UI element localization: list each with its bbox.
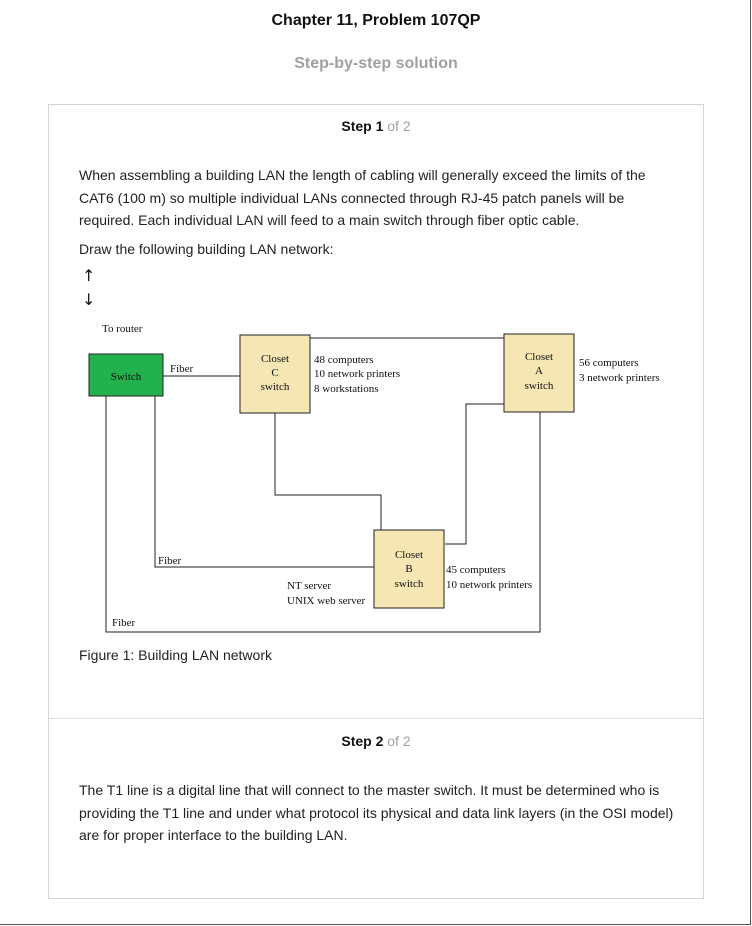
closet-c-line-1: Closet xyxy=(261,353,289,365)
closet-a-line-2: A xyxy=(535,365,543,377)
step-2-header: Step 2 of 2 xyxy=(48,733,704,749)
closet-c-desc-3: 8 workstations xyxy=(314,383,378,395)
closet-b-box xyxy=(373,529,445,609)
arrow-down-icon: ↓ xyxy=(82,290,96,309)
closet-a-box xyxy=(503,333,575,413)
to-router-label: To router xyxy=(102,323,143,335)
servers-line-1: NT server xyxy=(287,580,331,592)
closet-b-line-3: switch xyxy=(395,578,424,590)
closet-c-line-3: switch xyxy=(261,381,290,393)
main-switch-box xyxy=(88,353,164,397)
closet-b-line-2: B xyxy=(405,563,412,575)
closet-a-desc-2: 3 network printers xyxy=(579,372,660,384)
step-divider xyxy=(48,718,704,719)
solution-card xyxy=(48,104,704,899)
arrow-up-icon: ↑ xyxy=(82,266,96,285)
fiber-line-switch-closet-a xyxy=(105,396,541,633)
closet-a-desc-1: 56 computers xyxy=(579,357,639,369)
page-subtitle: Step-by-step solution xyxy=(294,55,458,72)
page-title: Chapter 11, Problem 107QP xyxy=(271,12,481,29)
fiber-label-mid: Fiber xyxy=(158,555,182,567)
step-2-count: of 2 xyxy=(387,733,411,749)
closet-a-line-1: Closet xyxy=(525,351,553,363)
step-1-count: of 2 xyxy=(387,118,411,134)
closet-b-desc-1: 45 computers xyxy=(446,564,506,576)
step-1-header: Step 1 of 2 xyxy=(48,118,704,134)
connection-lines xyxy=(105,337,541,633)
closet-c-line-2: C xyxy=(271,367,278,379)
closet-c-desc-2: 10 network printers xyxy=(314,368,400,380)
line-closet-a-closet-b xyxy=(445,403,504,545)
closet-a-line-3: switch xyxy=(525,380,554,392)
figure-caption: Figure 1: Building LAN network xyxy=(79,647,272,663)
servers-line-2: UNIX web server xyxy=(287,595,366,607)
step-1-label: Step 1 xyxy=(341,118,384,134)
closet-b-line-1: Closet xyxy=(395,549,423,561)
step-2-paragraph: The T1 line is a digital line that will … xyxy=(79,782,674,843)
fiber-label-top: Fiber xyxy=(170,363,194,375)
step-2-label: Step 2 xyxy=(341,733,384,749)
closet-b-desc-2: 10 network printers xyxy=(446,579,532,591)
switch-label: Switch xyxy=(111,371,142,383)
fiber-label-bottom: Fiber xyxy=(112,617,136,629)
step-1-paragraph: When assembling a building LAN the lengt… xyxy=(79,167,646,228)
closet-c-desc-1: 48 computers xyxy=(314,354,374,366)
fiber-line-switch-closet-b xyxy=(154,396,374,568)
step-1-instruction: Draw the following building LAN network: xyxy=(79,241,334,257)
closet-c-box xyxy=(239,334,311,414)
line-closet-c-closet-b xyxy=(274,413,382,530)
building-lan-diagram: Switch To router Fiber Fiber Fiber Close… xyxy=(88,323,660,633)
